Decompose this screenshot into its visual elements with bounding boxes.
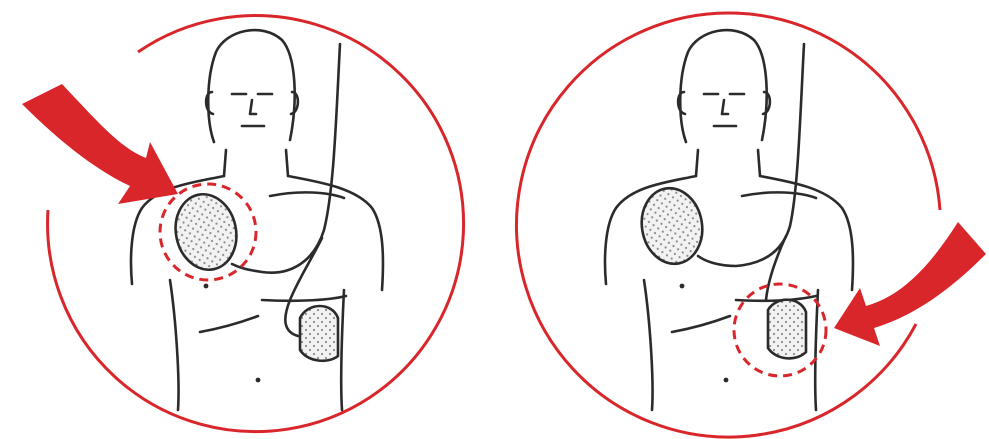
circle-frame-right	[517, 13, 940, 437]
abdomen-line	[200, 316, 258, 332]
neck-right	[286, 150, 288, 176]
side-right	[341, 290, 344, 410]
arrow-icon-left	[22, 84, 178, 204]
panel-right	[517, 13, 986, 437]
nose	[722, 100, 728, 114]
electrode-cable-right	[698, 44, 804, 266]
navel	[724, 378, 729, 383]
pectoral-right	[262, 296, 346, 301]
electrode-pad-left-side	[768, 300, 806, 359]
side-left	[644, 280, 653, 410]
neck-right	[758, 150, 760, 176]
torso-figure-left	[131, 30, 383, 410]
abdomen-line	[672, 316, 730, 332]
collar-right	[270, 192, 344, 198]
neck-left	[224, 150, 226, 176]
electrode-cable-branch-right	[766, 236, 786, 300]
side-right	[815, 290, 818, 410]
arrow-icon-right	[834, 222, 986, 346]
electrode-pad-upper-right-chest	[169, 189, 243, 276]
nipple-left	[204, 284, 209, 289]
side-left	[170, 280, 179, 410]
navel	[256, 378, 261, 383]
collar-right	[742, 192, 816, 198]
electrode-pad-left-side	[300, 306, 338, 361]
nipple-left	[680, 284, 685, 289]
nose	[250, 100, 256, 114]
neck-left	[696, 150, 698, 176]
panel-left	[22, 16, 464, 432]
